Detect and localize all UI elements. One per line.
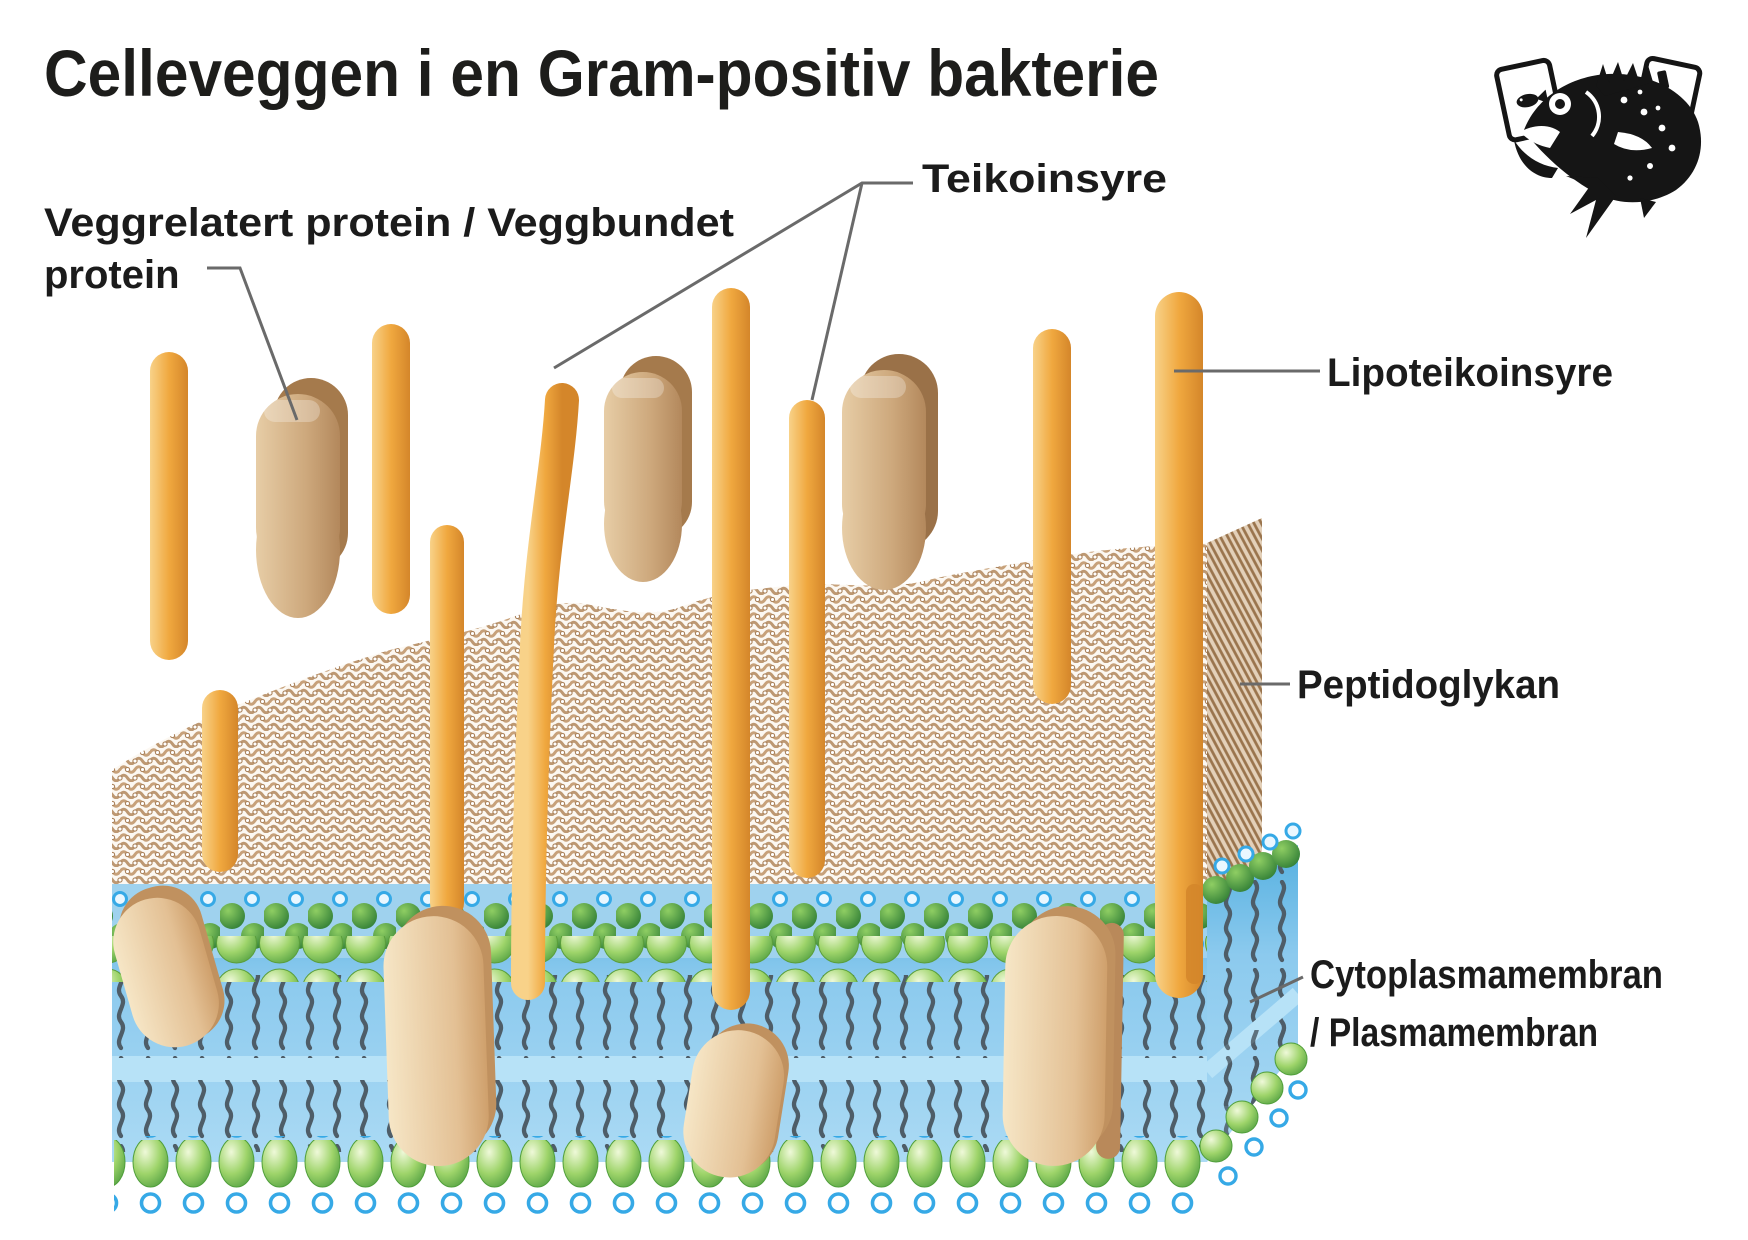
membrane-protein-4 xyxy=(1002,906,1124,1166)
wall-protein-2 xyxy=(604,356,692,582)
wall-protein-3 xyxy=(842,354,938,590)
label-wall-protein-line2: protein xyxy=(44,253,180,297)
page-title: Celleveggen i en Gram-positiv bakterie xyxy=(44,36,1159,110)
membrane-protein-2 xyxy=(383,905,497,1167)
teichoic-acid-rod xyxy=(1033,329,1071,704)
teichoic-acid-rod-bent xyxy=(511,383,579,1000)
label-wall-protein-line1: Veggrelatert protein / Veggbundet xyxy=(44,201,734,245)
teichoic-acid-rod xyxy=(712,288,750,1010)
label-wall-protein: Veggrelatert protein / Veggbundet protei… xyxy=(44,201,734,297)
membrane-protein-3 xyxy=(683,1023,789,1178)
label-peptidoglycan: Peptidoglykan xyxy=(1297,663,1560,707)
teichoic-acid-rod xyxy=(372,324,410,614)
label-membrane: Cytoplasmamembran / Plasmamembran xyxy=(1310,953,1663,1055)
label-teichoic-acid: Teikoinsyre xyxy=(922,157,1167,201)
membrane-protein-1 xyxy=(113,885,225,1048)
leader-line-wall-protein xyxy=(207,266,299,421)
logo-fish-with-cards xyxy=(1494,55,1703,238)
wall-protein-1 xyxy=(256,378,348,618)
teichoic-acid-rod xyxy=(150,352,188,660)
label-membrane-line1: Cytoplasmamembran xyxy=(1310,953,1663,997)
lipoteichoic-acid-rod xyxy=(1155,292,1203,998)
peptidoglycan-side-face xyxy=(1207,518,1262,893)
leader-line-teichoic-b xyxy=(810,182,864,401)
leader-line-membrane xyxy=(1249,975,1304,1004)
teichoic-acid-rod xyxy=(789,400,825,878)
peptidoglycan-layer xyxy=(112,518,1262,893)
label-membrane-line2: / Plasmamembran xyxy=(1310,1011,1598,1055)
teichoic-acid-rods xyxy=(150,288,1203,1010)
teichoic-acid-rod xyxy=(202,690,238,872)
label-lipoteichoic-acid: Lipoteikoinsyre xyxy=(1327,351,1613,395)
membrane-side-face xyxy=(1199,822,1308,1186)
leader-lines xyxy=(207,181,1320,1004)
teichoic-acid-rod xyxy=(430,525,464,920)
fish-icon xyxy=(1514,62,1702,238)
